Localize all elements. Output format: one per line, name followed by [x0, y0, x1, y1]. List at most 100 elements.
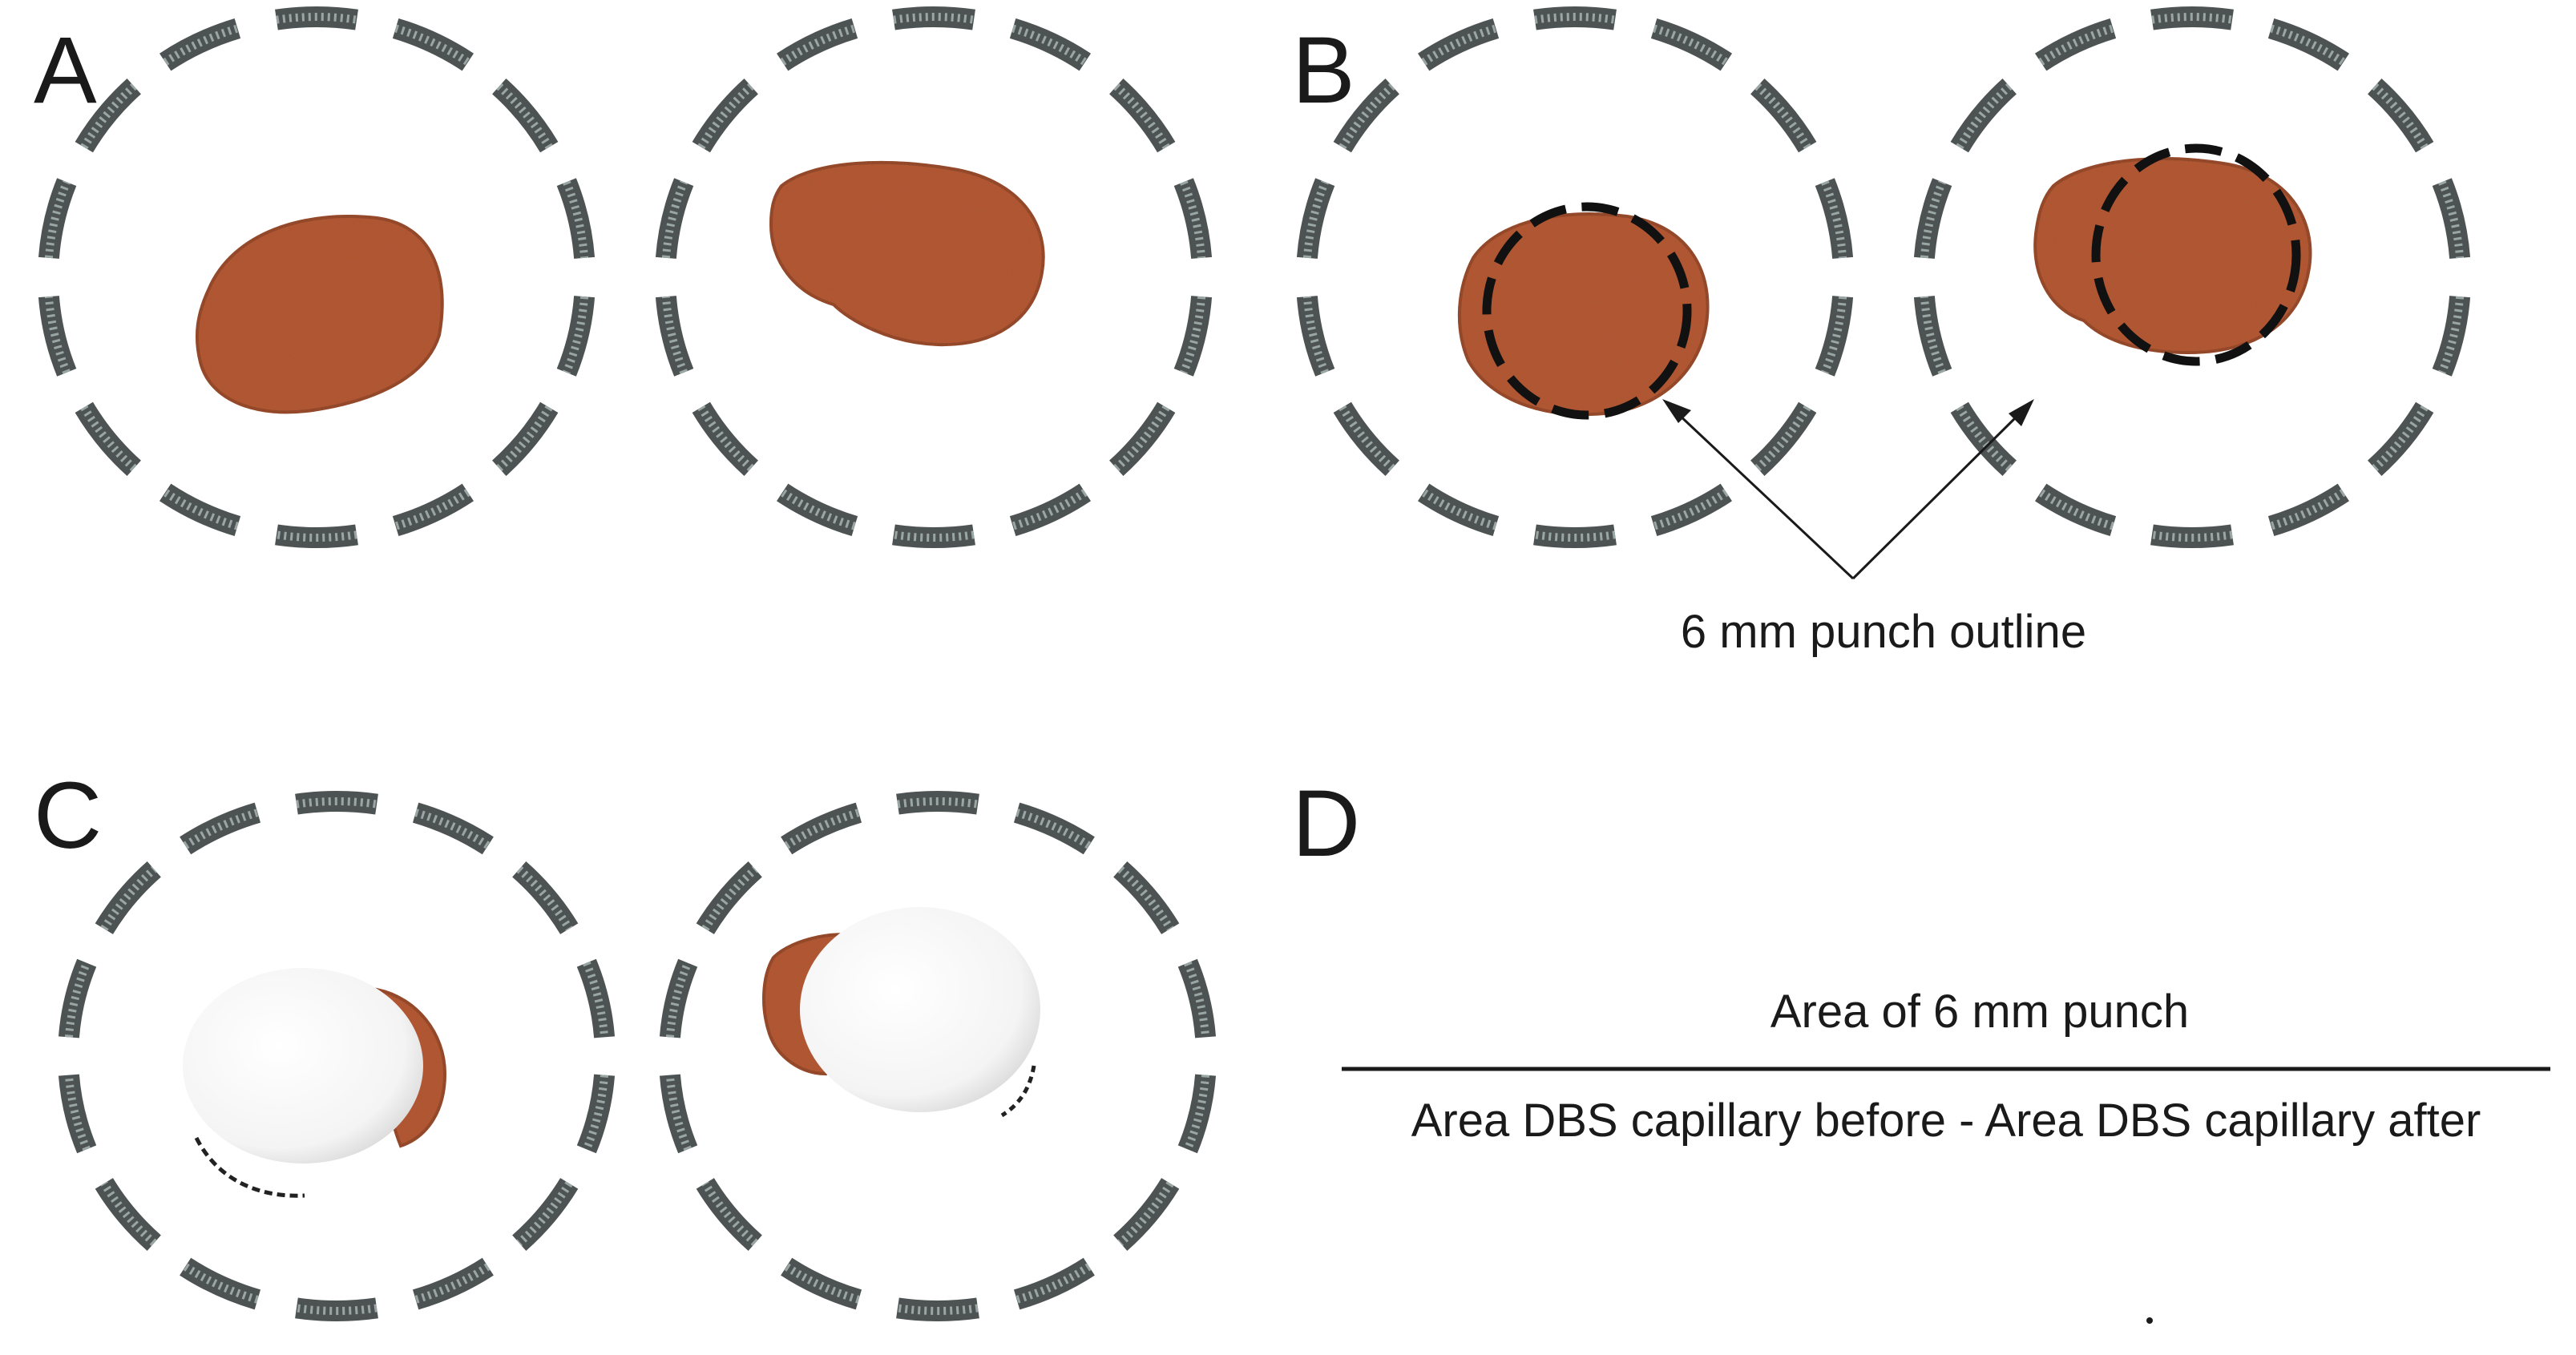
ring-dash-texture [1920, 180, 1946, 259]
ring-dash-texture [100, 866, 157, 931]
ring-dash-texture [701, 866, 758, 931]
stray-dot [2146, 1317, 2153, 1324]
ring-dash-texture [496, 405, 553, 472]
ring-dash-texture [1180, 180, 1206, 259]
panel-b: 6 mm punch outline [1457, 143, 2312, 658]
ring-dash-texture [583, 1075, 609, 1151]
arrow-head-left [1662, 399, 1691, 423]
ring-dash-texture [697, 405, 754, 472]
panel-a [195, 160, 1045, 414]
ring-dash-texture [296, 797, 378, 809]
sample-ring-c-right [659, 791, 1217, 1321]
sample-rings [38, 6, 2471, 1321]
annotation-arrow-left [1675, 411, 1855, 580]
ring-dash-texture [563, 180, 589, 259]
ring-dash-texture [2438, 296, 2465, 374]
ring-dash-texture [1184, 961, 1210, 1038]
ring-dash-texture [1011, 24, 1088, 66]
ring-dash-texture [276, 530, 357, 542]
ring-dash-texture [1754, 83, 1811, 150]
ring-dash-texture [1338, 83, 1395, 150]
ring-dash-texture [897, 797, 979, 809]
ring-dash-texture [80, 405, 137, 472]
formula-denominator: Area DBS capillary before - Area DBS cap… [1411, 1095, 2481, 1147]
ring-dash-texture [665, 961, 692, 1038]
ring-dash-texture [183, 809, 259, 849]
ring-dash-texture [701, 1181, 758, 1246]
sample-ring-b-right [1913, 6, 2471, 548]
panel-c [183, 907, 1040, 1198]
ring-dash-texture [784, 809, 860, 849]
ring-dash-texture [163, 489, 239, 530]
panel-label-c: C [34, 763, 102, 869]
ring-dash-texture [1180, 296, 1206, 374]
ring-dash-texture [516, 1181, 573, 1246]
sample-ring-b-left [1296, 6, 1854, 548]
ring-dash-texture [1113, 405, 1170, 472]
sample-ring-a-left [38, 6, 596, 548]
formula-numerator: Area of 6 mm punch [1770, 986, 2189, 1038]
ring-dash-texture [2151, 530, 2233, 542]
ring-dash-texture [496, 83, 553, 150]
ring-dash-texture [2270, 489, 2346, 530]
ring-dash-texture [183, 1263, 259, 1304]
ring-dash-texture [665, 1075, 692, 1151]
ring-dash-texture [893, 530, 975, 542]
ring-dash-texture [100, 1181, 157, 1246]
ring-dash-texture [1653, 24, 1729, 66]
ring-dash-texture [2151, 13, 2233, 24]
ring-dash-texture [661, 296, 688, 374]
ring-dash-texture [893, 13, 975, 24]
ring-dash-texture [64, 1075, 91, 1151]
sample-ring-a-right [655, 6, 1213, 548]
ring-dash-texture [583, 961, 609, 1038]
panel-label-a: A [34, 18, 97, 123]
ring-dash-texture [897, 1304, 979, 1315]
ring-dash-texture [163, 24, 239, 66]
ring-dash-texture [1821, 180, 1847, 259]
punch-outline-b-left [1482, 202, 1692, 420]
ring-dash-texture [1117, 1181, 1174, 1246]
panel-d: Area of 6 mm punch Area DBS capillary be… [1342, 986, 2550, 1324]
ring-dash-texture [1534, 13, 1616, 24]
ring-dash-texture [394, 489, 470, 530]
ring-dash-texture [1302, 296, 1329, 374]
ring-dash-texture [1534, 530, 1616, 542]
ring-dash-texture [2038, 489, 2114, 530]
arrow-head-right [2009, 399, 2034, 426]
ring-dash-texture [780, 489, 856, 530]
ring-dash-texture [414, 809, 491, 849]
ring-dash-texture [1421, 489, 1497, 530]
ring-dash-texture [1653, 489, 1729, 530]
ring-dash-texture [1184, 1075, 1210, 1151]
punch-hole-c-left [183, 968, 423, 1163]
ring-dash-texture [563, 296, 589, 374]
sample-ring-c-left [58, 791, 616, 1321]
ring-dash-texture [44, 180, 71, 259]
ring-dash-texture [697, 83, 754, 150]
ring-dash-texture [1011, 489, 1088, 530]
hole-edge-c-left [194, 1136, 305, 1198]
ring-dash-texture [2438, 180, 2465, 259]
ring-dash-texture [1821, 296, 1847, 374]
ring-dash-texture [1302, 180, 1329, 259]
ring-dash-texture [1920, 296, 1946, 374]
ring-dash-texture [44, 296, 71, 374]
ring-dash-texture [394, 24, 470, 66]
ring-dash-texture [80, 83, 137, 150]
blood-spot-a-left [195, 215, 444, 414]
punch-outline-b-right [2091, 143, 2301, 366]
punch-outline-annotation: 6 mm punch outline [1681, 606, 2086, 658]
ring-dash-texture [1117, 866, 1174, 931]
ring-dash-texture [784, 1263, 860, 1304]
annotation-arrow-right [1851, 412, 2021, 580]
ring-dash-texture [1754, 405, 1811, 472]
ring-dash-texture [2270, 24, 2346, 66]
ring-dash-texture [276, 13, 357, 24]
blood-spot-a-right [769, 160, 1045, 347]
ring-dash-texture [1015, 1263, 1092, 1304]
panel-label-d: D [1292, 771, 1360, 877]
ring-dash-texture [1956, 83, 2013, 150]
ring-dash-texture [2372, 405, 2429, 472]
